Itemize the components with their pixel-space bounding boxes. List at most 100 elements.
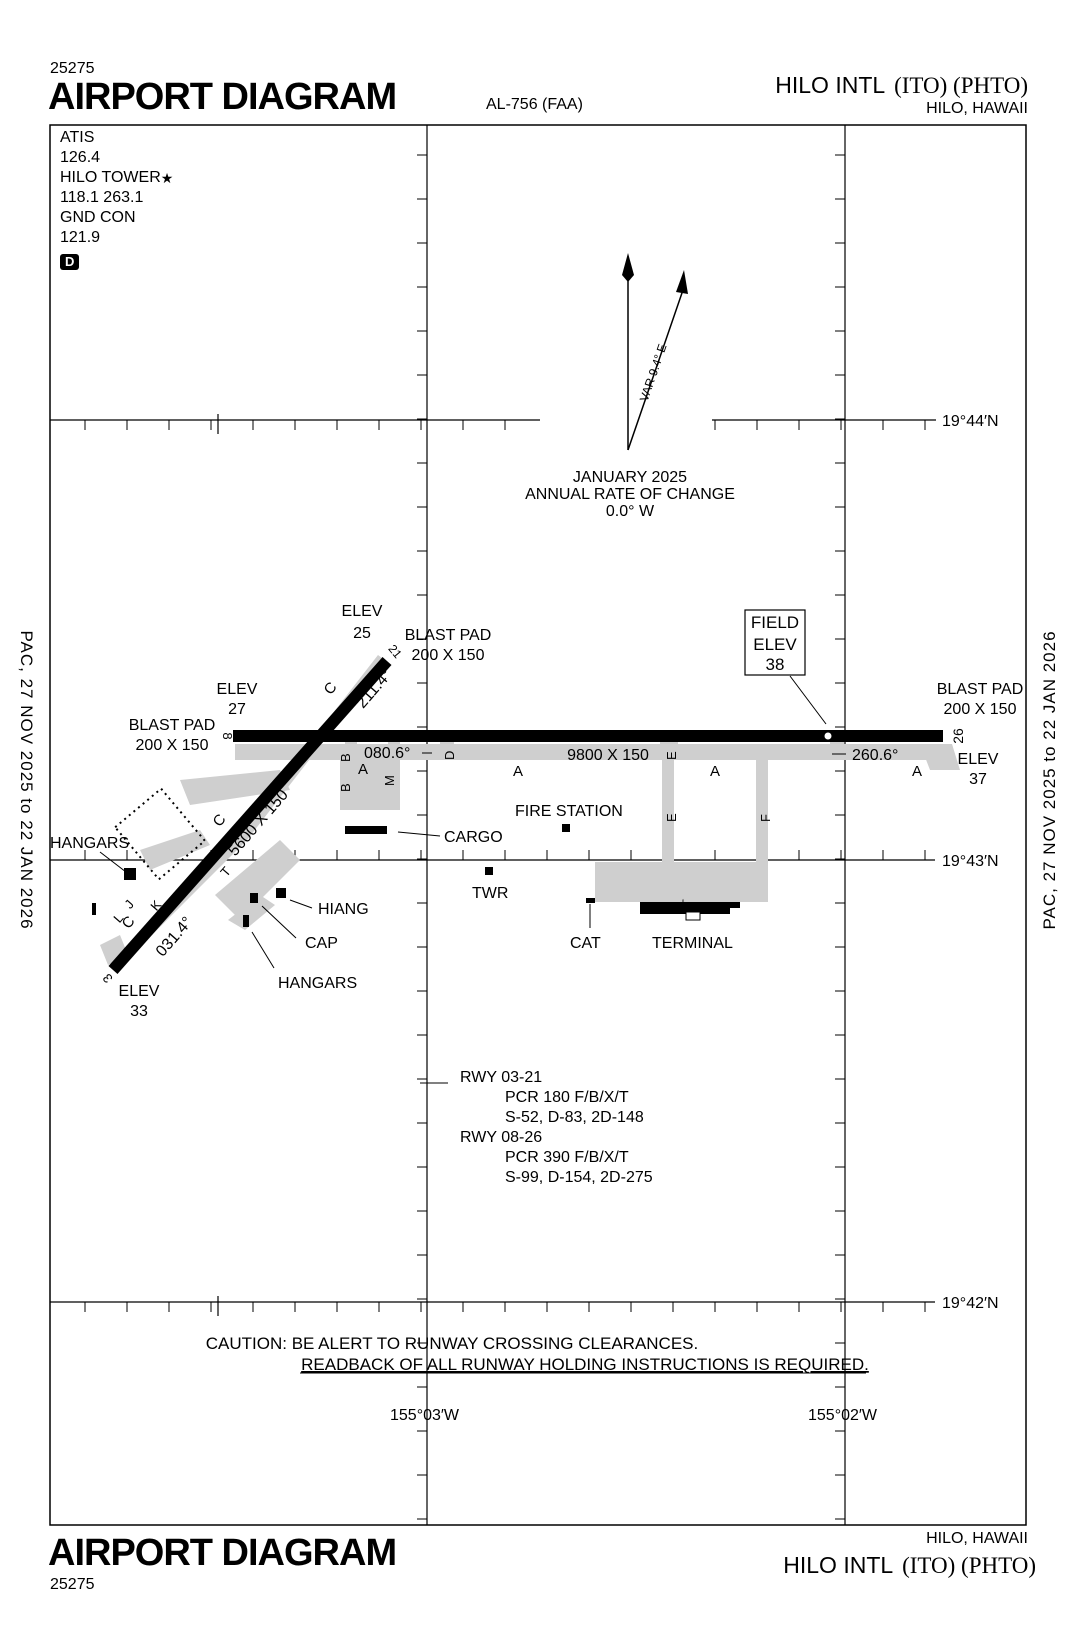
elev-21-label: ELEV — [342, 603, 383, 620]
magnetic-north-line — [627, 289, 684, 451]
true-north-arrow-icon — [622, 253, 634, 282]
ground-label: GND CON — [60, 209, 136, 226]
taxiway-m-connector — [388, 740, 400, 762]
taxiway-label-c: C — [321, 679, 341, 698]
runway-end-3: 3 — [100, 971, 116, 986]
lat-lon-grid — [50, 125, 936, 1525]
airport-name: HILO INTL — [775, 72, 886, 98]
lon-label-02: 155°02′W — [808, 1407, 878, 1424]
terminal-building — [640, 902, 740, 908]
elev-8-value: 27 — [228, 701, 246, 718]
blast-pad-26-label: BLAST PAD — [937, 681, 1024, 698]
hangars-south-label: HANGARS — [278, 975, 357, 992]
buildings — [92, 824, 740, 927]
footer-airport-idents: (ITO) (PHTO) — [902, 1553, 1036, 1578]
datalink-badge: D — [60, 254, 80, 270]
taxiway-a-east-end — [920, 744, 960, 770]
cap-leader — [261, 905, 297, 939]
blast-pad-8-label: BLAST PAD — [129, 717, 216, 734]
lat-label-44: 19°44′N — [942, 413, 999, 430]
hangars-west-building — [124, 868, 136, 880]
elev-26-value: 37 — [969, 771, 987, 788]
taxiway-label-a: A — [513, 763, 523, 780]
lat-label-43: 19°43′N — [942, 853, 999, 870]
field-elev-leader — [789, 675, 827, 725]
runway-26-heading: 260.6° — [852, 747, 898, 764]
tower-label: HILO TOWER — [60, 169, 161, 186]
cargo-label: CARGO — [444, 829, 503, 846]
variation-label: VAR 9.4° E — [637, 342, 670, 403]
taxiway-label-t: T — [217, 864, 234, 880]
runway-8-26-dimensions: 9800 X 150 — [567, 747, 649, 764]
elev-3-label: ELEV — [119, 983, 160, 1000]
magnetic-north-arrow-icon — [676, 270, 688, 294]
tower-line: HILO TOWER★ — [60, 168, 173, 188]
taxiway-label-b: B — [338, 753, 353, 762]
runways — [108, 657, 943, 974]
terminal-gate-box — [685, 911, 701, 921]
west-apron — [180, 770, 290, 805]
blast-pad-21-label: BLAST PAD — [405, 627, 492, 644]
terminal-apron — [595, 862, 768, 902]
hangar-apron-west — [140, 830, 210, 870]
runway-end-21: 21 — [385, 642, 405, 661]
runway-end-8: 8 — [220, 732, 235, 739]
airport-name-header: HILO INTL (ITO) (PHTO) — [775, 72, 1028, 99]
taxiway-label-j: J — [121, 897, 137, 912]
elev-21-value: 25 — [353, 625, 371, 642]
hangars-west-leader — [99, 851, 127, 873]
fire-station-building — [562, 824, 570, 832]
taxiway-label-f: F — [758, 814, 773, 822]
diagram-frame — [49, 124, 1027, 1526]
pcr-rwy-03-21-value: PCR 180 F/B/X/T — [505, 1089, 629, 1106]
field-elev-line2: ELEV — [753, 635, 797, 654]
cap-building — [250, 893, 258, 903]
magnetic-epoch: JANUARY 2025 — [573, 469, 687, 486]
fire-station-label: FIRE STATION — [515, 803, 623, 820]
cat-label: CAT — [570, 935, 601, 952]
cargo-apron — [340, 760, 400, 810]
footer-city: HILO, HAWAII — [926, 1530, 1028, 1547]
pcr-rwy-08-26-value: PCR 390 F/B/X/T — [505, 1149, 629, 1166]
caution-line-1: CAUTION: BE ALERT TO RUNWAY CROSSING CLE… — [206, 1334, 699, 1353]
footer-procedure-number: 25275 — [50, 1576, 95, 1593]
cargo-building — [345, 826, 387, 834]
runway-8-heading: 080.6° — [364, 745, 410, 762]
taxiway-label-a: A — [912, 763, 922, 780]
runway-end-26: 26 — [950, 728, 966, 744]
blast-pad-8-dims: 200 X 150 — [136, 737, 209, 754]
caution-line-2: READBACK OF ALL RUNWAY HOLDING INSTRUCTI… — [301, 1355, 869, 1374]
cap-apron — [228, 895, 275, 930]
hangar-small — [92, 903, 96, 915]
lon-label-03: 155°03′W — [390, 1407, 460, 1424]
pcr-rwy-08-26-weights: S-99, D-154, 2D-275 — [505, 1169, 653, 1186]
tower-frequency: 118.1 263.1 — [60, 189, 144, 206]
cargo-leader — [397, 831, 441, 837]
ground-frequency: 121.9 — [60, 229, 101, 246]
taxiway-label-m: M — [382, 775, 397, 786]
taxiway-label-d: D — [442, 751, 457, 760]
footer-title: AIRPORT DIAGRAM — [48, 1532, 397, 1574]
taxiway-e-pavement — [662, 758, 674, 866]
tower-label: TWR — [472, 885, 508, 902]
blast-pad-21-dims: 200 X 150 — [412, 647, 485, 664]
field-elev-value: 38 — [766, 655, 785, 674]
hiang-label: HIANG — [318, 901, 369, 918]
lat-label-42: 19°42′N — [942, 1295, 999, 1312]
terminal-gates — [640, 908, 730, 914]
field-elev-box — [744, 609, 806, 676]
datalink-row: D — [60, 252, 173, 272]
blast-pad-26-dims: 200 X 150 — [944, 701, 1017, 718]
rate-of-change-title: ANNUAL RATE OF CHANGE — [525, 486, 735, 503]
pcr-rwy-08-26-title: RWY 08-26 — [460, 1129, 542, 1146]
frequency-block: ATIS 126.4 HILO TOWER★ 118.1 263.1 GND C… — [60, 128, 173, 272]
taxiway-label-b: B — [338, 783, 353, 792]
field-elev-line1: FIELD — [751, 613, 799, 632]
taxiway-a-pavement — [235, 744, 950, 760]
terminal-star-icon: ☆ — [677, 896, 690, 912]
atis-frequency: 126.4 — [60, 149, 101, 166]
chart-id: AL-756 (FAA) — [486, 96, 583, 113]
rate-of-change-value: 0.0° W — [606, 503, 655, 520]
procedure-number: 25275 — [50, 60, 95, 77]
